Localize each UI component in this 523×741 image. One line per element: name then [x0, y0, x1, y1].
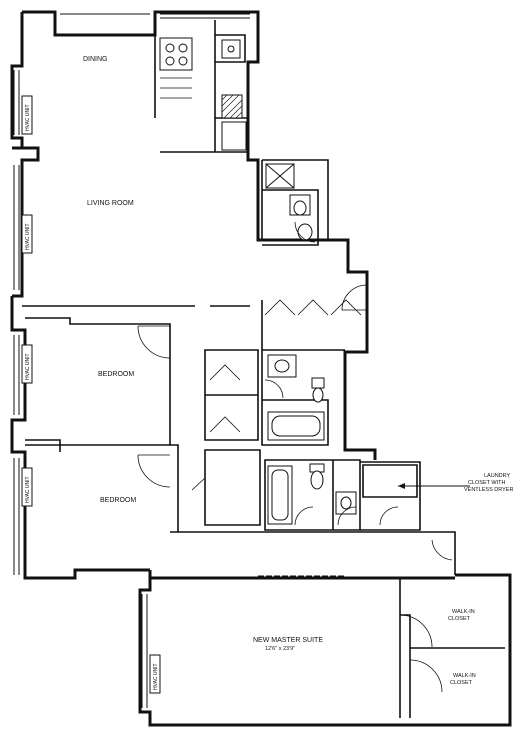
svg-text:CLOSET WITH: CLOSET WITH	[468, 480, 506, 486]
toilet-icon	[311, 377, 325, 389]
svg-text:HVAC UNIT: HVAC UNIT	[25, 353, 31, 380]
svg-text:HVAC UNIT: HVAC UNIT	[25, 476, 31, 503]
room-labels: DINING LIVING ROOM BEDROOM BEDROOM NEW M…	[83, 56, 476, 686]
interior-walls	[22, 20, 505, 718]
sink-icon	[297, 223, 313, 241]
hvac-unit-2: HVAC UNIT	[21, 214, 33, 254]
room-label-walk-in-2: WALK-IN	[453, 673, 476, 679]
svg-text:HVAC UNIT: HVAC UNIT	[25, 223, 31, 250]
room-label-dining: DINING	[83, 56, 108, 63]
hvac-units: HVAC UNIT HVAC UNIT HVAC UNIT HVAC UNIT …	[21, 95, 161, 694]
svg-text:LAUNDRY: LAUNDRY	[484, 473, 511, 479]
room-label-bedroom-2: BEDROOM	[100, 497, 136, 504]
room-label-walk-in-1-sub: CLOSET	[448, 616, 471, 622]
laundry-annotation: LAUNDRY CLOSET WITH VENTLESS DRYER	[464, 473, 513, 493]
hvac-unit-1: HVAC UNIT	[21, 95, 33, 135]
windows	[13, 13, 250, 708]
svg-text:HVAC UNIT: HVAC UNIT	[25, 104, 31, 131]
room-label-walk-in-1: WALK-IN	[452, 609, 475, 615]
exterior-walls	[10, 10, 512, 727]
master-suite-dimensions: 12'6" x 23'9"	[265, 646, 295, 652]
hvac-unit-4: HVAC UNIT	[21, 467, 33, 507]
room-label-bedroom-1: BEDROOM	[98, 371, 134, 378]
room-label-walk-in-2-sub: CLOSET	[450, 680, 473, 686]
room-label-living-room: LIVING ROOM	[87, 200, 134, 207]
svg-text:HVAC UNIT: HVAC UNIT	[153, 663, 159, 690]
hatched-fridge-icon	[221, 94, 243, 119]
svg-text:VENTLESS DRYER: VENTLESS DRYER	[464, 487, 513, 493]
room-label-master-suite: NEW MASTER SUITE	[253, 637, 323, 644]
hvac-unit-5: HVAC UNIT	[149, 654, 161, 694]
stove-icon	[159, 37, 193, 71]
kitchen-fixtures	[159, 37, 247, 151]
laundry-arrow	[398, 483, 470, 489]
bath-fixtures	[265, 163, 357, 525]
hvac-unit-3: HVAC UNIT	[21, 344, 33, 384]
door-swings	[137, 221, 453, 693]
